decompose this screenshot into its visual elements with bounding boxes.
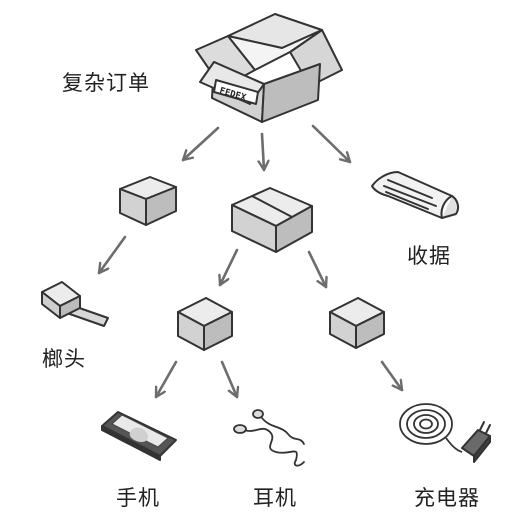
box-left-icon <box>177 297 233 351</box>
arrows <box>97 124 404 399</box>
arrow-box-right-to-charger <box>380 360 404 392</box>
earphones-icon <box>233 409 305 467</box>
arrow-order-to-medium-box <box>262 132 264 172</box>
receipt-label: 收据 <box>407 244 451 268</box>
charger-label: 充电器 <box>414 486 480 510</box>
arrow-box-left-to-phone <box>154 360 178 399</box>
complex-order-label: 复杂订单 <box>62 71 150 95</box>
small-box-icon <box>119 176 177 226</box>
medium-box-icon <box>231 187 313 253</box>
shipping-box-icon <box>195 13 343 123</box>
phone-label: 手机 <box>116 486 160 510</box>
arrow-order-to-receipt <box>311 124 352 164</box>
arrow-small-box-to-hammer <box>97 235 127 275</box>
arrow-medium-box-to-box-right <box>307 250 326 289</box>
charger-icon <box>399 403 491 463</box>
box-right-icon <box>329 297 385 349</box>
arrow-order-to-small-box <box>181 126 220 162</box>
hammer-label: 榔头 <box>42 347 86 371</box>
hammer-icon <box>41 281 109 327</box>
phone-icon <box>101 411 177 461</box>
receipt-icon <box>371 171 460 219</box>
earphones-label: 耳机 <box>253 486 297 510</box>
arrow-medium-box-to-box-left <box>220 248 239 287</box>
arrow-box-left-to-earphones <box>220 360 237 399</box>
